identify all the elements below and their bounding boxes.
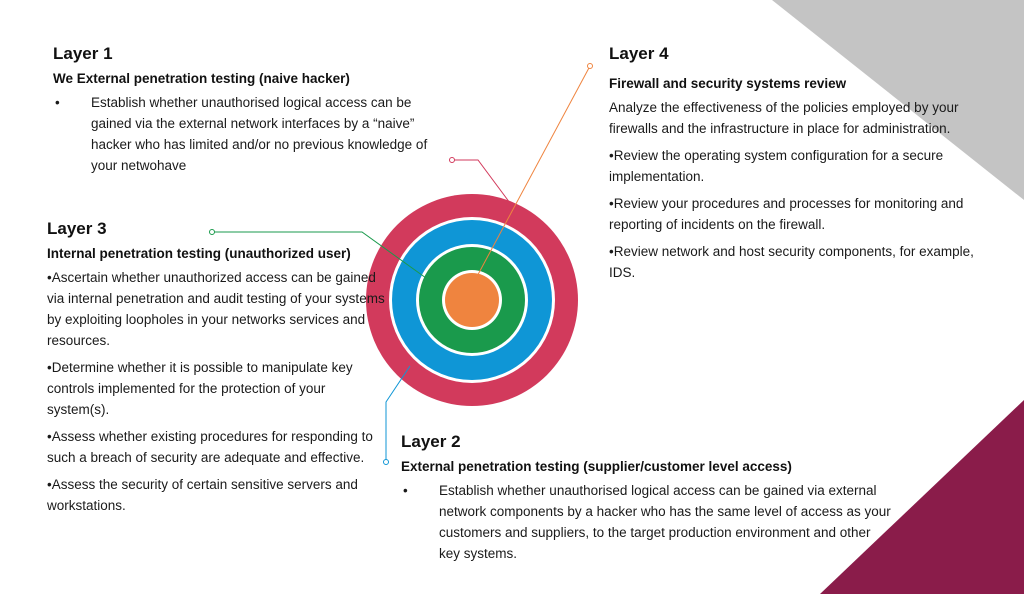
connector-layer4-dot xyxy=(587,63,593,69)
layer4-block: Layer 4 Firewall and security systems re… xyxy=(609,44,979,289)
connector-layer3 xyxy=(212,231,427,279)
layer3-item-1: •Ascertain whether unauthorized access c… xyxy=(47,270,385,348)
layer3-item-4: •Assess the security of certain sensitiv… xyxy=(47,477,358,513)
layer4-item-2: •Review the operating system configurati… xyxy=(609,148,944,184)
connector-lines xyxy=(209,63,593,465)
layer4-item-4: •Review network and host security compon… xyxy=(609,244,974,280)
layer4-title: Layer 4 xyxy=(609,44,669,63)
layer3-item-3: •Assess whether existing procedures for … xyxy=(47,429,373,465)
bullet-marker: • xyxy=(55,95,60,110)
layer2-bullet-text: Establish whether unauthorised logical a… xyxy=(439,483,891,561)
connector-layer1 xyxy=(452,159,511,204)
target-diagram xyxy=(366,194,578,406)
core-orange xyxy=(445,273,499,327)
layer2-bullet-item: • Establish whether unauthorised logical… xyxy=(401,480,891,564)
layer2-block: Layer 2 External penetration testing (su… xyxy=(401,432,891,564)
layer1-block: Layer 1 We External penetration testing … xyxy=(53,44,433,176)
connector-layer2 xyxy=(385,365,411,462)
layer1-bullet-item: • Establish whether unauthorised logical… xyxy=(53,92,433,176)
bullet-marker: • xyxy=(403,483,408,498)
layer2-subtitle: External penetration testing (supplier/c… xyxy=(401,459,792,474)
layer1-subtitle: We External penetration testing (naive h… xyxy=(53,71,350,86)
connector-layer2-dot xyxy=(383,459,389,465)
layer4-item-1: Analyze the effectiveness of the policie… xyxy=(609,100,959,136)
layer1-title: Layer 1 xyxy=(53,44,113,63)
connector-layer4 xyxy=(473,65,591,283)
connector-layer3-dot xyxy=(209,229,215,235)
layer4-subtitle: Firewall and security systems review xyxy=(609,76,847,91)
gray-corner-triangle xyxy=(772,0,1024,200)
layer4-item-3: •Review your procedures and processes fo… xyxy=(609,196,964,232)
layer3-title: Layer 3 xyxy=(47,219,107,238)
layer3-subtitle: Internal penetration testing (unauthoriz… xyxy=(47,246,351,261)
maroon-corner-triangle xyxy=(820,400,1024,594)
layer2-title: Layer 2 xyxy=(401,432,461,451)
layer1-bullet-text: Establish whether unauthorised logical a… xyxy=(91,95,428,173)
layer3-block: Layer 3 Internal penetration testing (un… xyxy=(47,219,387,522)
connector-layer1-dot xyxy=(449,157,455,163)
layer3-item-2: •Determine whether it is possible to man… xyxy=(47,360,353,417)
